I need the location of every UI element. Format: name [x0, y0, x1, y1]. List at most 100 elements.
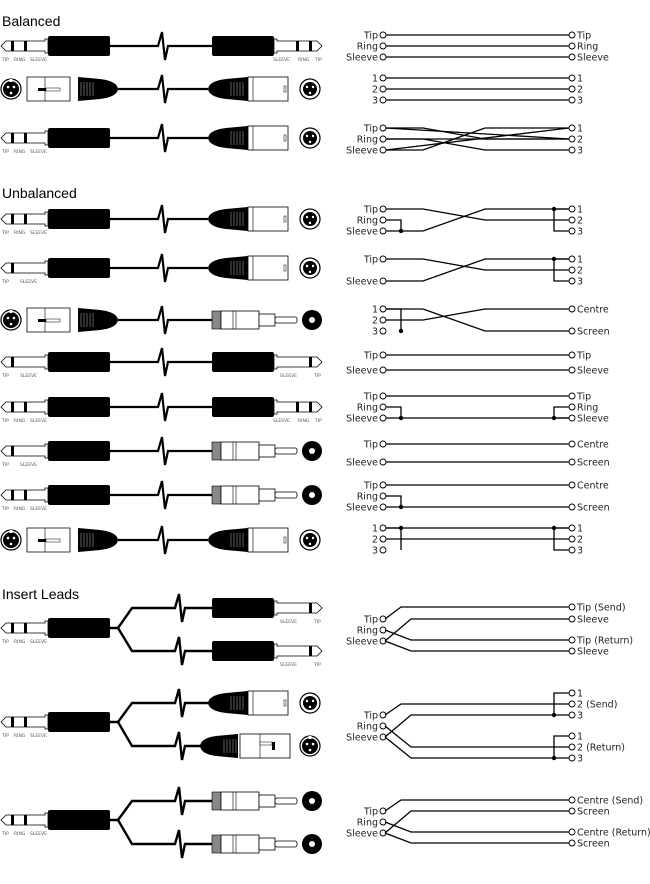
pin-node: [379, 74, 387, 82]
pin-label: 3: [577, 227, 583, 238]
rca-face-hole: [309, 492, 315, 498]
wire: [553, 258, 569, 282]
xlr-pin: [311, 742, 315, 746]
pin-node: [568, 689, 576, 697]
rca-shell: [258, 794, 276, 808]
xlr-body: [247, 76, 289, 102]
pin-label: Sleeve: [346, 503, 378, 514]
pin-node: [379, 31, 387, 39]
contact-label: SLEEVE: [20, 279, 37, 285]
rca-pin: [274, 447, 298, 455]
pin-label: 2: [372, 85, 378, 96]
pin-node: [568, 732, 576, 740]
xlr-face-fill: [303, 533, 317, 547]
xlr-face-fill: [303, 131, 317, 145]
contact-label: TIP: [1, 639, 9, 645]
pin-node: [568, 277, 576, 285]
wire: [384, 618, 569, 642]
pin-node: [379, 392, 387, 400]
pin-node: [568, 403, 576, 411]
section-title-unbalanced: Unbalanced: [2, 185, 77, 201]
xlr-latch: [283, 264, 287, 272]
contact-label: SLEEVE: [273, 57, 290, 63]
plug-handle: [48, 209, 110, 229]
pin-node: [568, 603, 576, 611]
xlr-boot: [208, 126, 248, 150]
wire: [384, 799, 569, 812]
pin-label: 3: [372, 96, 378, 107]
ring-band: [24, 214, 27, 224]
rca-face-hole: [309, 448, 315, 454]
xlr-pin: [308, 221, 312, 225]
contact-label: SLEEVE: [30, 639, 47, 645]
xlr-boot: [208, 207, 248, 231]
pin-label: Ring: [357, 42, 378, 53]
plug-handle: [48, 352, 110, 372]
contact-label: TIP: [313, 373, 321, 379]
xlr-latch-slide: [45, 538, 61, 543]
pin-node: [568, 711, 576, 719]
pin-label: Screen: [577, 327, 610, 338]
cable-break: [110, 253, 208, 283]
tip-band: [11, 214, 14, 224]
cable-break: [110, 392, 212, 422]
tip-band: [11, 717, 14, 727]
pin-node: [568, 96, 576, 104]
pin-label: 1: [577, 689, 583, 700]
xlr-latch: [272, 742, 275, 750]
contact-label: RING: [14, 506, 26, 512]
pin-label: Sleeve: [577, 366, 609, 377]
tip-band: [11, 815, 14, 825]
pin-node: [379, 135, 387, 143]
tip-band: [11, 623, 14, 633]
pin-node: [379, 366, 387, 374]
tip-band: [11, 263, 14, 273]
xlr-pin: [9, 322, 13, 326]
wire: [384, 714, 569, 738]
pin-node: [379, 85, 387, 93]
wire: [386, 258, 569, 282]
pin-label: Sleeve: [577, 53, 609, 64]
pin-node: [379, 277, 387, 285]
ring-band: [296, 41, 299, 51]
pin-label: 3: [577, 711, 583, 722]
xlr-face-fill: [3, 312, 19, 328]
contact-label: TIP: [314, 418, 322, 424]
xlr-pin: [9, 91, 13, 95]
pin-node: [568, 636, 576, 644]
wire: [384, 810, 569, 834]
pin-label: Tip: [363, 807, 378, 818]
tip-band: [309, 646, 312, 656]
junction-dot: [551, 415, 557, 421]
xlr-latch-slide: [259, 741, 273, 746]
wire: [553, 692, 569, 715]
xlr-key: [308, 736, 312, 739]
junction-dot: [398, 504, 404, 510]
pin-label: Tip: [363, 205, 378, 216]
wire: [553, 735, 569, 758]
wire: [386, 495, 402, 507]
plug-handle: [48, 712, 110, 732]
xlr-boot: [208, 528, 248, 552]
xlr-face-fill: [303, 82, 317, 96]
contact-label: SLEEVE: [280, 662, 297, 668]
xlr-latch-slide: [45, 318, 61, 323]
pin-label: Tip (Return): [576, 636, 633, 647]
pin-label: Screen: [577, 839, 610, 850]
contact-label: SLEEVE: [30, 831, 47, 837]
pin-label: Tip: [363, 615, 378, 626]
pin-label: 1: [372, 524, 378, 535]
xlr-key: [9, 79, 13, 82]
junction-dot: [551, 755, 557, 761]
cable-2: [0, 74, 321, 104]
tip-band: [309, 357, 312, 367]
xlr-pin: [308, 705, 312, 709]
pin-label: 3: [577, 546, 583, 557]
